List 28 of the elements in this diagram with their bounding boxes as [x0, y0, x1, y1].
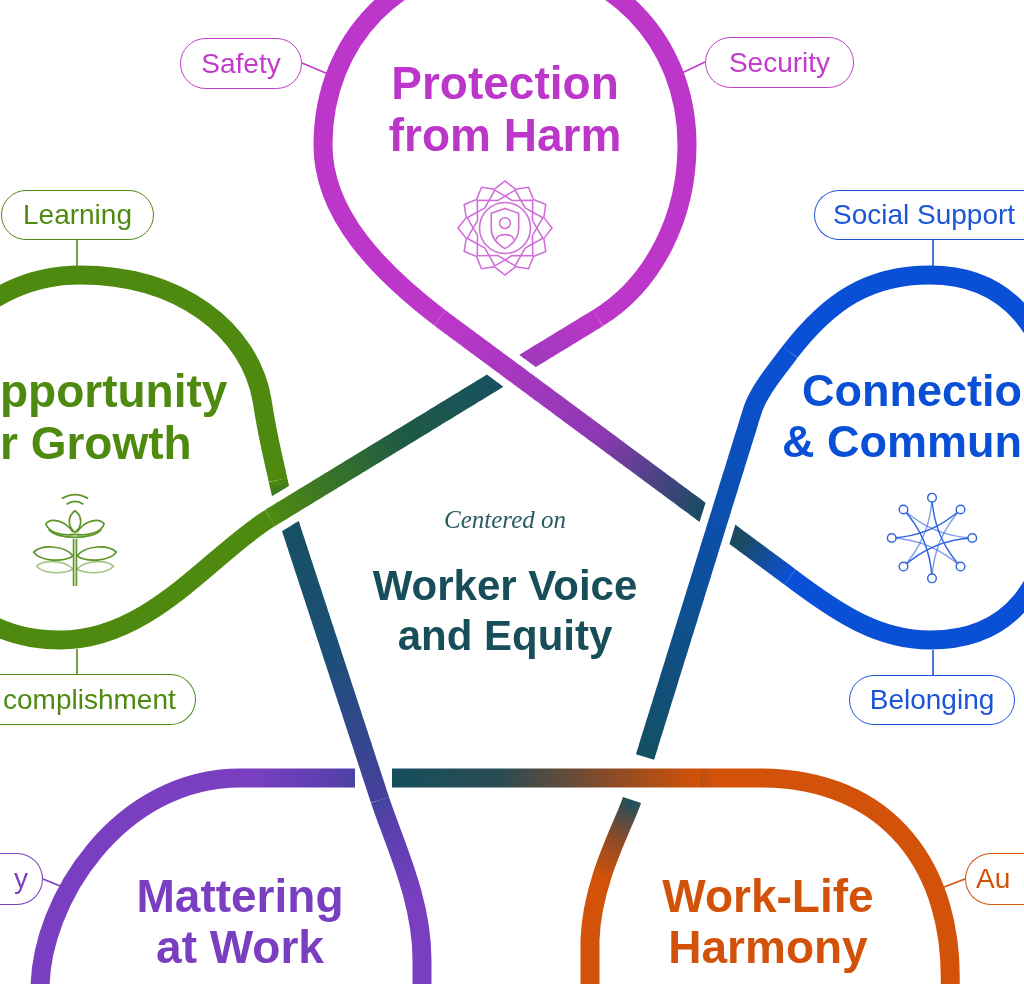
center-caption: Centered on — [443, 505, 567, 535]
leader-line — [76, 239, 78, 267]
leader-line — [76, 648, 78, 675]
ribbon-loop — [580, 768, 962, 984]
tag-pill: Social Support — [814, 190, 1024, 240]
loop-title: Work-Life Harmony — [661, 871, 875, 973]
leader-line — [681, 61, 706, 74]
ribbon-band — [432, 309, 798, 586]
tag-pill: Learning — [1, 190, 154, 240]
tag-pill: Safety — [180, 38, 302, 89]
tag-pill: Security — [705, 37, 854, 88]
loop-title: Connectio & Commun — [781, 365, 1022, 467]
leader-line — [932, 649, 934, 676]
loop-title: pportunity r Growth — [0, 365, 229, 469]
leader-line — [301, 62, 329, 75]
ribbon-loop — [313, 0, 697, 328]
loop-title: Mattering at Work — [135, 871, 345, 973]
loop-title: Protection from Harm — [387, 57, 623, 161]
leader-line — [932, 239, 934, 267]
tag-pill: y — [0, 853, 43, 905]
leader-line — [943, 878, 966, 888]
center-heading: Worker Voice and Equity — [371, 561, 639, 661]
leader-line — [42, 878, 61, 887]
tag-pill: Au — [965, 853, 1024, 905]
ribbon-loop — [780, 265, 1024, 650]
ribbon-loop — [30, 768, 432, 984]
tag-pill: Belonging — [849, 675, 1015, 725]
tag-pill: complishment — [0, 674, 196, 725]
